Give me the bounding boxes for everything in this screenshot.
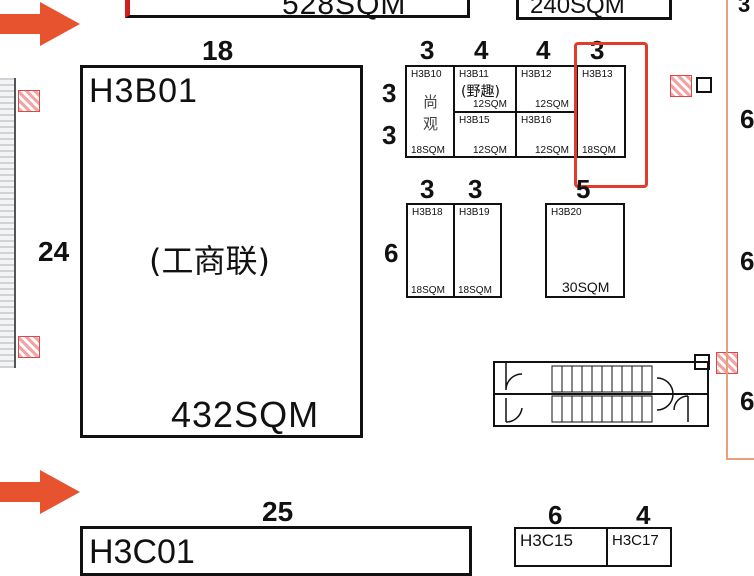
width-h3b10: 3: [420, 35, 435, 65]
booth-h3b16[interactable]: H3B16 12SQM: [515, 111, 578, 158]
row-height-1: 3: [382, 78, 397, 108]
main-booth-width: 18: [202, 35, 234, 66]
highlight-frame: [574, 42, 648, 188]
booth-area: 18SQM: [458, 285, 492, 296]
booth-h3b18[interactable]: H3B18 18SQM: [406, 203, 455, 298]
pillar-hatch: [670, 75, 692, 97]
top-right-area: 240SQM: [530, 0, 625, 19]
booth-area: 12SQM: [473, 145, 507, 156]
booth-id: H3B11: [459, 69, 489, 80]
edge-number-top: 3: [738, 0, 751, 17]
booth-area: 12SQM: [535, 145, 569, 156]
booth-h3c17[interactable]: H3C17: [606, 527, 672, 567]
booth-id: H3B10: [411, 69, 442, 80]
booth-id: H3B18: [412, 207, 443, 218]
booth-h3b20[interactable]: H3B20 30SQM: [545, 203, 625, 298]
width-h3b20: 5: [576, 174, 591, 204]
booth-id: H3B13: [582, 69, 613, 80]
staircase-icon: [493, 361, 709, 427]
pillar-square: [694, 354, 710, 370]
booth-area: 18SQM: [411, 145, 445, 156]
booth-name: 尚观: [423, 93, 439, 133]
booth-h3c01[interactable]: H3C01: [80, 526, 472, 576]
booth-id: H3B12: [521, 69, 552, 80]
booth-id: H3B19: [459, 207, 490, 218]
booth-id: H3B20: [551, 207, 582, 218]
booth-area: 12SQM: [473, 99, 507, 110]
booth-h3b15[interactable]: H3B15 12SQM: [453, 111, 517, 158]
booth-area: 18SQM: [582, 145, 616, 156]
booth-id: H3C17: [612, 532, 659, 549]
booth-area: 18SQM: [411, 285, 445, 296]
top-left-area: 528SQM: [282, 0, 407, 21]
width-h3c17: 4: [636, 500, 651, 530]
top-right-booth: [516, 0, 672, 20]
right-wall: [726, 0, 754, 460]
booth-area: 30SQM: [562, 279, 610, 295]
width-h3c15: 6: [548, 500, 563, 530]
left-wall-structure: [0, 78, 16, 368]
width-h3b19: 3: [468, 174, 483, 204]
main-booth-height: 24: [38, 236, 70, 267]
booth-id: H3C15: [520, 531, 573, 550]
booth-id: H3B01: [89, 72, 198, 110]
booth-id: H3B16: [521, 115, 552, 126]
booth-h3b13[interactable]: H3B13 18SQM: [576, 65, 626, 158]
booth-h3c15[interactable]: H3C15: [514, 527, 608, 567]
booth-area: 432SQM: [171, 394, 320, 435]
right-edge-num: 6: [740, 104, 754, 134]
booth-h3b19[interactable]: H3B19 18SQM: [453, 203, 502, 298]
booth-id: H3B15: [459, 115, 490, 126]
booth-h3b10[interactable]: H3B10 尚观 18SQM: [405, 65, 455, 158]
booth-name: (野趣): [461, 84, 500, 100]
width-h3b11: 4: [474, 35, 489, 65]
entrance-arrow-icon: [0, 470, 80, 514]
pillar-hatch: [18, 336, 40, 358]
width-h3b18: 3: [420, 174, 435, 204]
pillar-hatch: [18, 90, 40, 112]
entrance-arrow-icon: [0, 2, 80, 46]
pillar-square: [696, 77, 712, 93]
top-left-booth: [125, 0, 470, 18]
booth-h3b01[interactable]: H3B01 (工商联) 432SQM: [80, 65, 363, 438]
booth-area: 12SQM: [535, 99, 569, 110]
right-edge-num: 6: [740, 246, 754, 276]
width-h3c01: 25: [262, 496, 294, 527]
booth-h3b12[interactable]: H3B12 12SQM: [515, 65, 578, 113]
width-h3b12: 4: [536, 35, 551, 65]
row-height-2: 3: [382, 120, 397, 150]
right-edge-num: 6: [740, 386, 754, 416]
booth-name: (工商联): [149, 242, 270, 280]
booth-id: H3C01: [89, 533, 195, 571]
booth-h3b11[interactable]: H3B11 (野趣) 12SQM: [453, 65, 517, 113]
mid-row-height: 6: [384, 238, 399, 268]
